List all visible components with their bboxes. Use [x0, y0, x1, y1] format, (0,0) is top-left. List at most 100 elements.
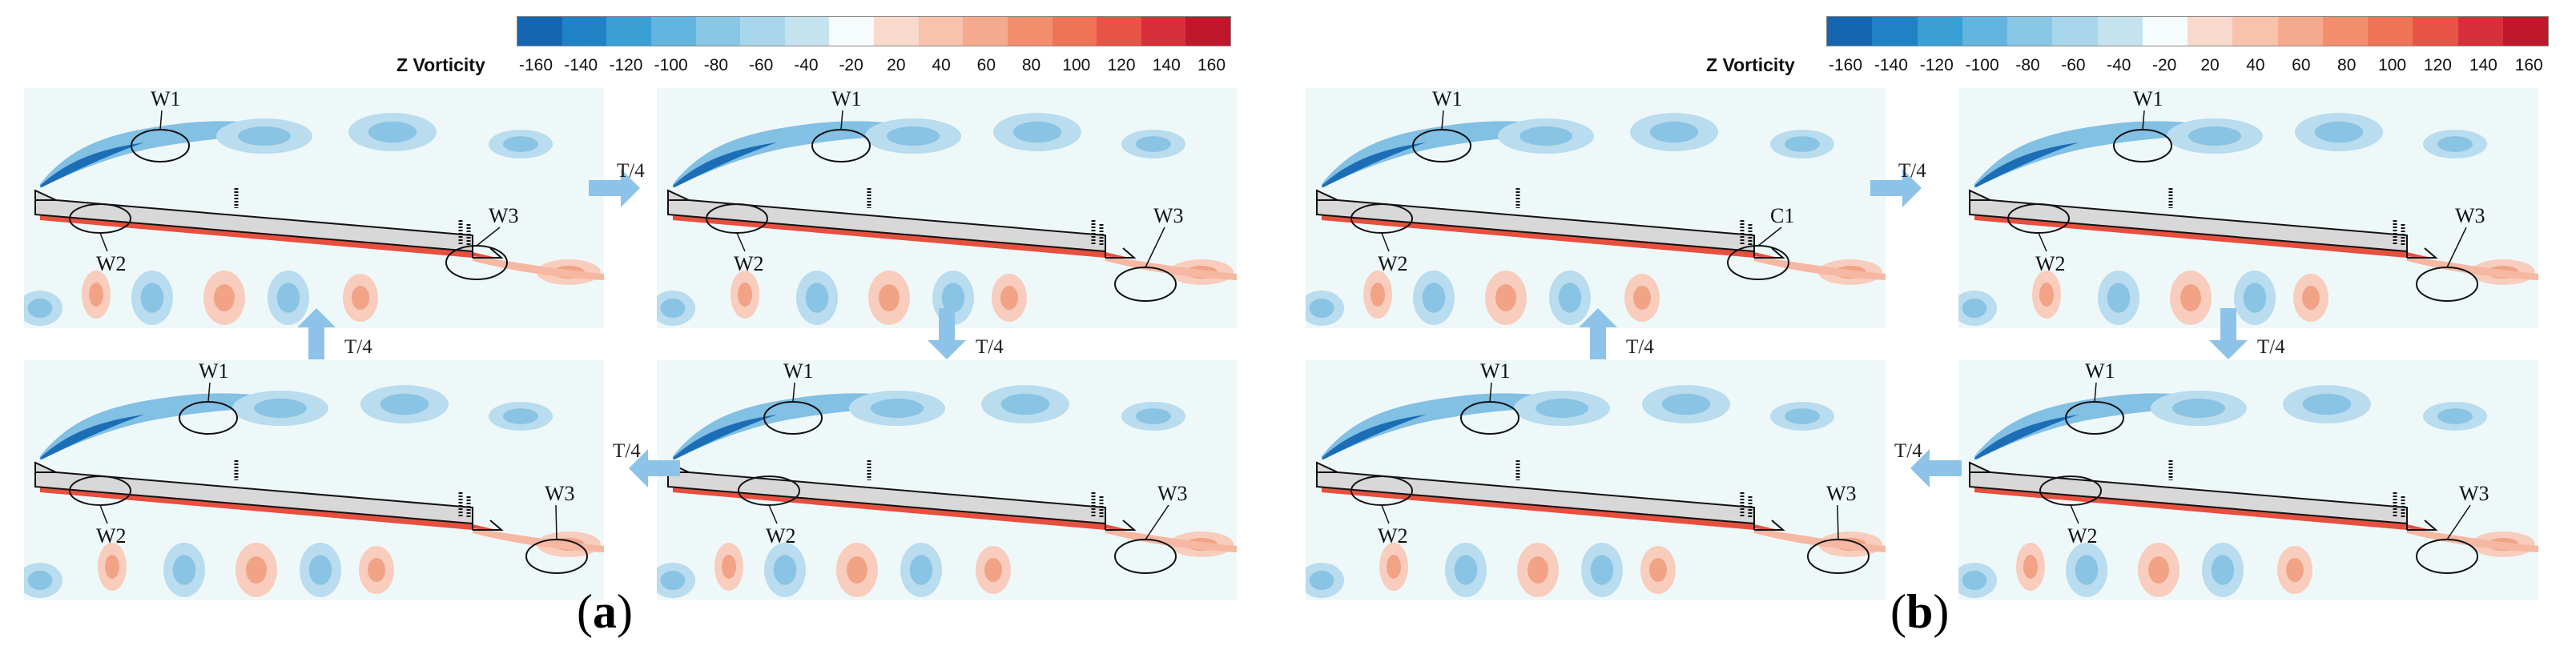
wake-marker-leader	[99, 232, 108, 252]
shed-vortex-core	[2023, 555, 2038, 579]
wake-marker-leader	[1489, 382, 1492, 403]
wake-marker-leader	[840, 110, 843, 130]
colorbar-segment	[561, 17, 607, 46]
colorbar-segment	[2457, 17, 2503, 46]
shed-vortex-core	[1649, 121, 1699, 143]
shed-vortex-core	[2437, 408, 2473, 424]
flap	[2407, 520, 2438, 531]
panel-label-open: (	[577, 585, 593, 638]
colorbar-tick-label: -80	[2015, 56, 2040, 74]
colorbar-tick-label: -40	[794, 56, 819, 74]
colorbar-tick-label: -20	[839, 56, 863, 74]
shed-vortex-core	[276, 283, 300, 313]
shed-vortex-core	[1387, 555, 1401, 579]
colorbar-segment	[2052, 17, 2098, 46]
panel-label-open: (	[1890, 585, 1906, 638]
wake-label: W2	[96, 252, 127, 275]
shed-vortex-core	[1309, 298, 1334, 319]
wake-label: W3	[2459, 482, 2489, 505]
shed-vortex-core	[660, 570, 686, 591]
wake-marker-leader	[2038, 232, 2047, 252]
colorbar-segment	[1917, 17, 1962, 46]
time-step-arrow	[2204, 308, 2262, 370]
trailing-wake	[2407, 528, 2538, 552]
shed-vortex-core	[368, 121, 417, 143]
wake-marker-leader	[159, 110, 163, 130]
panel-label-letter: b	[1906, 585, 1934, 638]
shed-vortex-core	[1495, 284, 1516, 311]
colorbar-segment	[2097, 17, 2143, 46]
colorbar-tick-label: -80	[703, 56, 729, 74]
flap	[1754, 520, 1785, 531]
colorbar-segment	[1827, 17, 1873, 46]
panel-label-close: )	[616, 585, 633, 638]
shed-vortex-core	[1371, 283, 1385, 307]
colorbar-tick-label: 160	[1197, 56, 1226, 74]
colorbar-tick-label: -40	[2107, 56, 2131, 74]
wake-label: W2	[1378, 252, 1408, 275]
shed-vortex-core	[214, 284, 235, 311]
shed-vortex-core	[89, 283, 103, 307]
colorbar-tick-label: 40	[932, 56, 951, 74]
wake-label: C1	[1770, 204, 1794, 227]
leading-edge-vortex	[673, 415, 777, 459]
colorbar-tick-label: 40	[2246, 56, 2265, 74]
colorbar-title: Z Vorticity	[396, 54, 485, 75]
shed-vortex-core	[352, 286, 369, 310]
colorbar-segment	[1185, 17, 1230, 46]
shed-vortex-core	[1558, 283, 1582, 313]
shed-vortex-core	[238, 126, 291, 146]
shed-vortex-core	[2437, 136, 2473, 152]
time-step-label: T/4	[1894, 440, 1922, 462]
colorbar-tick-label: 80	[2337, 56, 2357, 74]
time-step-label: T/4	[1626, 336, 1654, 358]
colorbar-segment	[963, 17, 1008, 46]
shed-vortex-core	[2075, 555, 2099, 585]
shed-vortex-core	[984, 558, 1002, 582]
colorbar-segment	[2007, 17, 2053, 46]
colorbar-segment	[606, 17, 651, 46]
upper-shear-layer	[1322, 121, 1594, 188]
wake-marker-leader	[1145, 227, 1165, 268]
time-step-label: T/4	[344, 336, 372, 358]
shed-vortex-core	[909, 555, 933, 585]
shed-vortex-core	[27, 570, 53, 591]
shed-vortex-core	[1633, 286, 1651, 310]
wake-marker-ellipse	[2416, 267, 2478, 302]
shed-vortex-core	[503, 136, 538, 152]
colorbar-segment	[1007, 17, 1053, 46]
colorbar-tick-label: -20	[2151, 56, 2177, 74]
shed-vortex-core	[1000, 393, 1050, 415]
shed-vortex-core	[1012, 121, 1062, 143]
shed-vortex-core	[503, 408, 538, 424]
wake-label: W1	[1432, 88, 1463, 110]
flap	[473, 520, 504, 531]
colorbar-tick-label: -60	[748, 56, 774, 74]
time-step-arrow	[1910, 444, 1968, 506]
flap	[1105, 247, 1137, 259]
colorbar-segment	[2502, 17, 2548, 46]
wake-marker-leader	[2446, 504, 2471, 540]
time-step-arrow	[923, 308, 980, 370]
shed-vortex-core	[1590, 555, 1614, 585]
leading-edge-vortex	[673, 142, 777, 187]
time-step-arrow	[1574, 308, 1632, 370]
colorbar-segment	[2277, 17, 2323, 46]
shed-vortex-core	[2314, 121, 2364, 143]
colorbar	[517, 16, 1231, 46]
wake-label: W3	[489, 204, 519, 227]
shed-vortex-core	[254, 398, 307, 419]
wake-marker-leader	[99, 504, 108, 524]
wake-marker-leader	[792, 382, 795, 403]
shed-vortex-core	[1454, 555, 1478, 585]
wake-label: W1	[1480, 360, 1511, 383]
wake-label: W3	[545, 482, 575, 505]
colorbar-tick-label: 100	[1062, 56, 1091, 74]
shed-vortex-core	[1785, 136, 1820, 152]
colorbar-segment	[829, 17, 874, 46]
colorbar	[1826, 16, 2549, 46]
colorbar-segment	[1097, 17, 1141, 46]
